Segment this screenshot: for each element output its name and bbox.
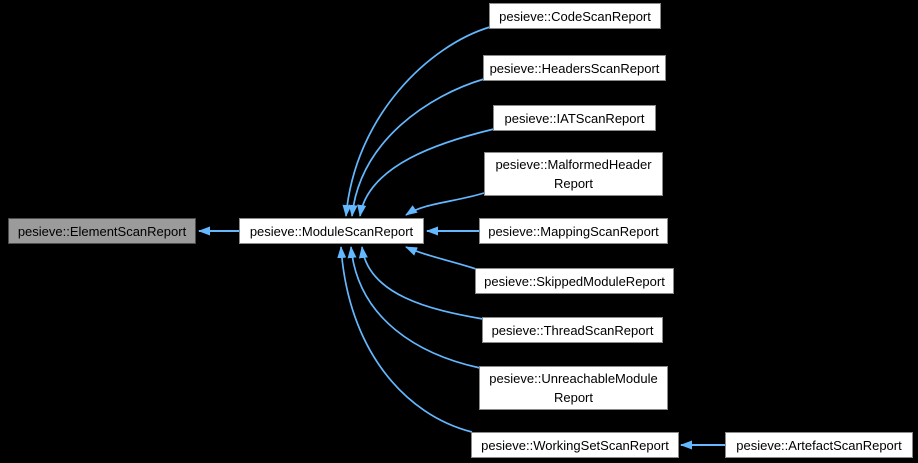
node-headers-scan-report[interactable]: pesieve::HeadersScanReport <box>483 55 666 81</box>
node-element-scan-report: pesieve::ElementScanReport <box>8 218 196 244</box>
edge-skipped-module-report-to-module-scan-report <box>405 246 477 270</box>
edge-malformed-header-report-to-module-scan-report <box>405 192 485 216</box>
node-module-scan-report[interactable]: pesieve::ModuleScanReport <box>239 218 424 244</box>
node-skipped-module-report[interactable]: pesieve::SkippedModuleReport <box>475 268 674 294</box>
edge-headers-scan-report-to-module-scan-report <box>348 78 485 217</box>
node-unreachable-module-report[interactable]: pesieve::UnreachableModule Report <box>479 366 668 410</box>
edge-code-scan-report-to-module-scan-report <box>342 26 491 217</box>
node-mapping-scan-report[interactable]: pesieve::MappingScanReport <box>479 218 668 244</box>
edge-unreachable-module-report-to-module-scan-report <box>347 246 481 369</box>
edge-thread-scan-report-to-module-scan-report <box>358 246 484 320</box>
node-thread-scan-report[interactable]: pesieve::ThreadScanReport <box>482 317 663 343</box>
edge-iat-scan-report-to-module-scan-report <box>357 128 495 217</box>
node-malformed-header-report[interactable]: pesieve::MalformedHeader Report <box>484 152 663 196</box>
node-iat-scan-report[interactable]: pesieve::IATScanReport <box>493 105 656 131</box>
node-artefact-scan-report[interactable]: pesieve::ArtefactScanReport <box>725 432 913 458</box>
node-working-set-scan-report[interactable]: pesieve::WorkingSetScanReport <box>471 432 679 458</box>
edge-working-set-scan-report-to-module-scan-report <box>337 246 473 433</box>
node-code-scan-report[interactable]: pesieve::CodeScanReport <box>489 3 661 29</box>
